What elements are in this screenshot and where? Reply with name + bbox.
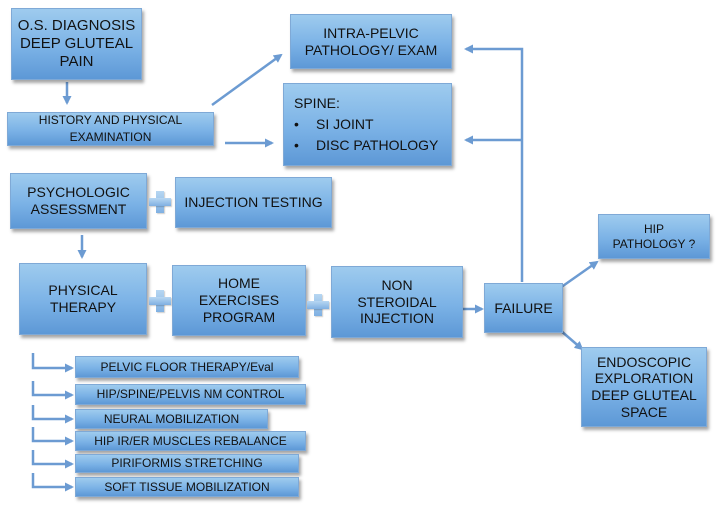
arrow-failure-to-intrapelvic xyxy=(464,44,524,282)
hip-pathology-line-2: PATHOLOGY ? xyxy=(612,236,696,251)
os-diagnosis-line-2: DEEP GLUTEAL xyxy=(19,35,134,52)
pt-item-piriformis: PIRIFORMIS STRETCHING xyxy=(75,454,299,473)
failure-box: FAILURE xyxy=(484,283,563,333)
psychologic-line-1: PSYCHOLOGIC xyxy=(27,184,130,201)
pt-item-label: SOFT TISSUE MOBILIZATION xyxy=(104,479,270,494)
physical-therapy-line-2: THERAPY xyxy=(49,299,117,315)
injection-testing-box: INJECTION TESTING xyxy=(175,177,332,228)
arrow-failure-to-hip xyxy=(559,260,599,290)
pt-item-label: HIP IR/ER MUSCLES REBALANCE xyxy=(94,433,287,448)
home-exercises-line-1: HOME xyxy=(218,275,260,292)
pt-item-label: HIP/SPINE/PELVIS NM CONTROL xyxy=(96,387,285,402)
endoscopic-line-2: EXPLORATION xyxy=(594,370,694,387)
home-exercises-line-3: PROGRAM xyxy=(202,308,276,325)
spine-box: SPINE: • SI JOINT • DISC PATHOLOGY xyxy=(283,83,452,166)
os-diagnosis-line-1: O.S. DIAGNOSIS xyxy=(17,17,136,34)
history-exam-line-1: HISTORY AND PHYSICAL xyxy=(38,112,183,127)
pt-item-label: PELVIC FLOOR THERAPY/Eval xyxy=(100,359,274,374)
physical-therapy-box: PHYSICAL THERAPY xyxy=(19,263,147,335)
spine-title: SPINE: xyxy=(294,95,340,112)
os-diagnosis-line-3: PAIN xyxy=(59,53,94,70)
non-steroidal-line-1: NON xyxy=(381,276,413,293)
pt-item-muscles-rebalance: HIP IR/ER MUSCLES REBALANCE xyxy=(75,431,306,451)
spine-item-si-joint: • SI JOINT xyxy=(294,116,451,133)
non-steroidal-line-3: INJECTION xyxy=(360,310,434,327)
connector-pt-item-3 xyxy=(31,405,74,424)
pt-item-soft-tissue: SOFT TISSUE MOBILIZATION xyxy=(75,477,299,497)
pt-item-nm-control: HIP/SPINE/PELVIS NM CONTROL xyxy=(75,384,306,405)
non-steroidal-line-2: STEROIDAL xyxy=(357,293,437,310)
pt-item-label: PIRIFORMIS STRETCHING xyxy=(111,456,263,471)
failure-label: FAILURE xyxy=(494,299,553,316)
plus-icon xyxy=(149,290,171,312)
connector-pt-item-2 xyxy=(31,381,74,400)
endoscopic-line-4: SPACE xyxy=(620,403,668,420)
history-exam-line-2: EXAMINATION xyxy=(69,130,152,144)
intra-pelvic-line-1: INTRA-PELVIC xyxy=(323,24,419,41)
connector-pt-item-4 xyxy=(31,427,74,446)
pt-item-label: NEURAL MOBILIZATION xyxy=(103,411,240,426)
connector-pt-item-6 xyxy=(31,473,74,492)
psychologic-box: PSYCHOLOGIC ASSESSMENT xyxy=(10,173,147,229)
hip-pathology-box: HIP PATHOLOGY ? xyxy=(598,214,710,259)
non-steroidal-box: NON STEROIDAL INJECTION xyxy=(331,266,463,338)
bullet-icon: • xyxy=(294,136,299,153)
arrow-failure-to-endoscopic xyxy=(559,329,584,351)
connector-pt-item-5 xyxy=(31,450,74,469)
spine-item-label: DISC PATHOLOGY xyxy=(316,136,439,153)
injection-testing-label: INJECTION TESTING xyxy=(184,194,323,211)
psychologic-line-2: ASSESSMENT xyxy=(30,201,127,217)
home-exercises-line-2: EXERCISES xyxy=(198,292,280,309)
physical-therapy-line-1: PHYSICAL xyxy=(48,282,118,299)
home-exercises-box: HOME EXERCISES PROGRAM xyxy=(172,265,306,336)
intra-pelvic-box: INTRA-PELVIC PATHOLOGY/ EXAM xyxy=(290,14,452,69)
endoscopic-line-1: ENDOSCOPIC xyxy=(596,353,692,370)
intra-pelvic-line-2: PATHOLOGY/ EXAM xyxy=(304,41,438,58)
pt-item-pelvic-floor: PELVIC FLOOR THERAPY/Eval xyxy=(75,356,299,378)
spine-item-disc-pathology: • DISC PATHOLOGY xyxy=(294,137,451,154)
plus-icon xyxy=(149,191,171,213)
endoscopic-line-3: DEEP GLUTEAL xyxy=(591,387,697,403)
bullet-icon: • xyxy=(294,116,299,133)
history-exam-box: HISTORY AND PHYSICAL EXAMINATION xyxy=(7,112,214,146)
connector-pt-item-1 xyxy=(31,353,74,373)
pt-item-neural-mobilization: NEURAL MOBILIZATION xyxy=(75,409,268,429)
spine-item-label: SI JOINT xyxy=(316,116,374,133)
os-diagnosis-box: O.S. DIAGNOSIS DEEP GLUTEAL PAIN xyxy=(11,8,142,80)
plus-icon xyxy=(307,294,329,316)
hip-pathology-line-1: HIP xyxy=(643,222,664,237)
endoscopic-box: ENDOSCOPIC EXPLORATION DEEP GLUTEAL SPAC… xyxy=(581,347,707,427)
arrow-history-to-intrapelvic xyxy=(211,53,283,107)
